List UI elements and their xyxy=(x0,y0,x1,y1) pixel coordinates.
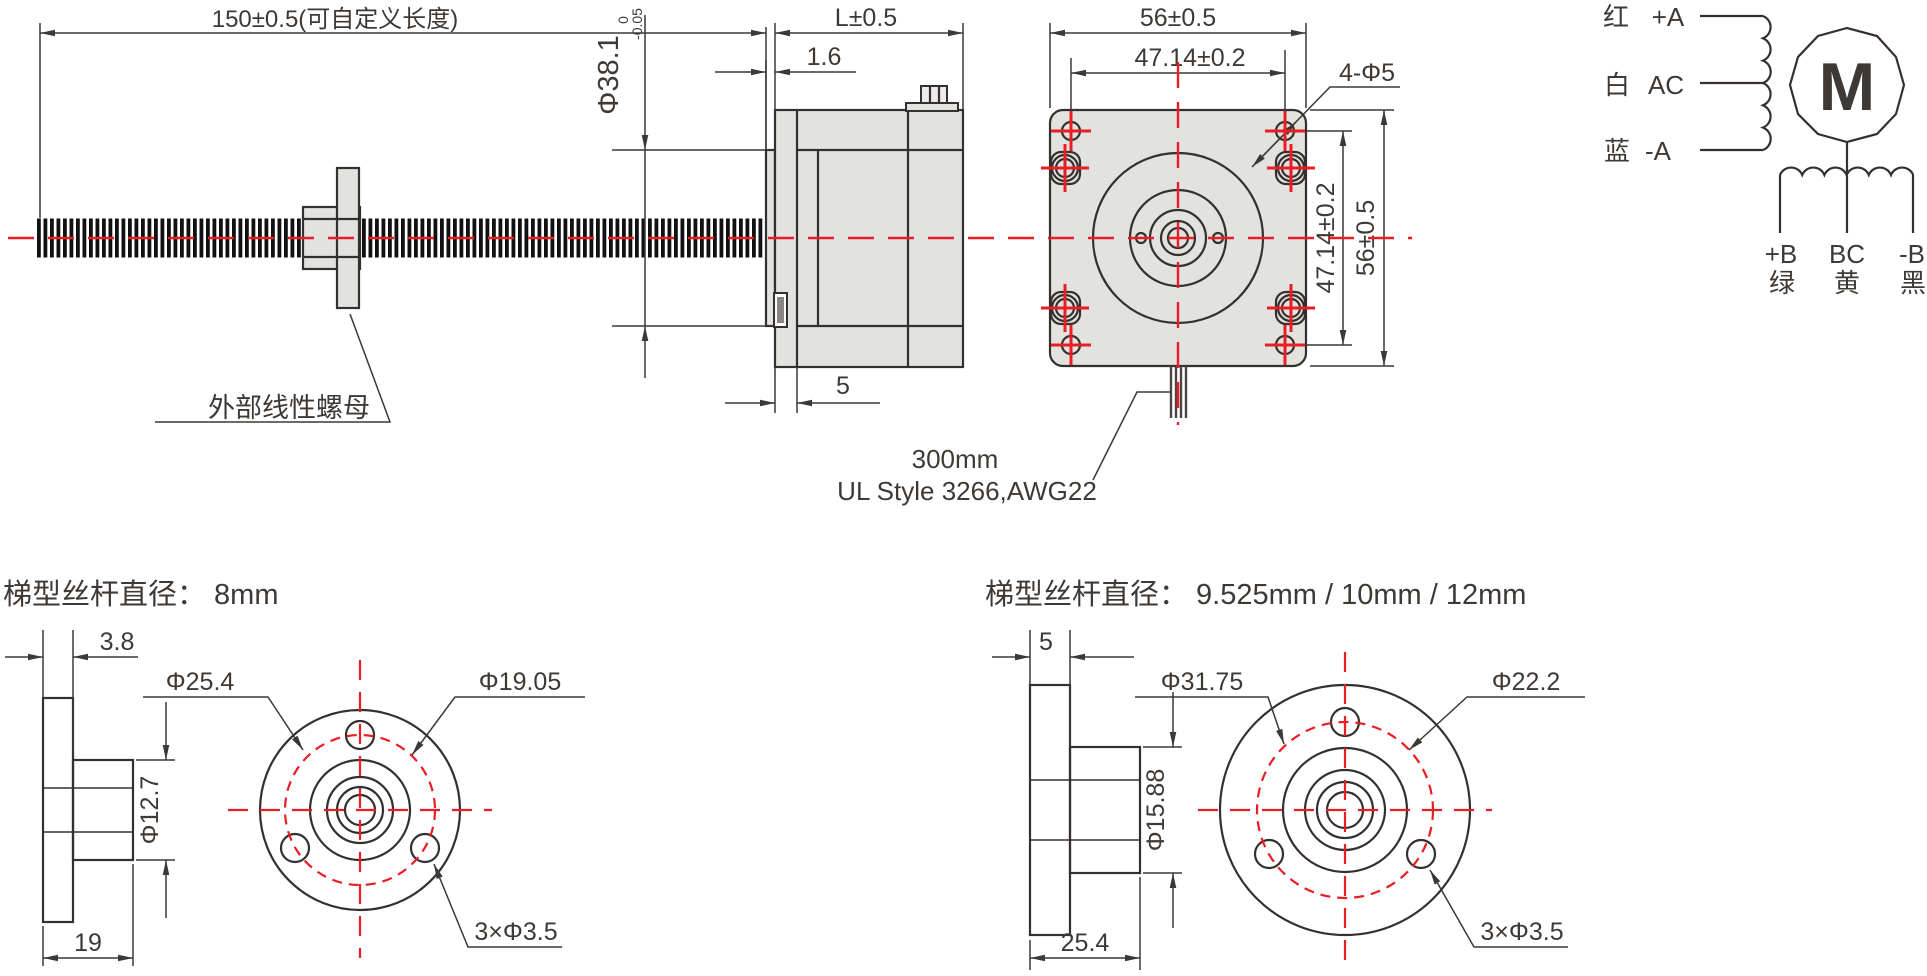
dim-face-width-text: 56±0.5 xyxy=(1140,4,1216,32)
lead-screw-side-view: 外部线性螺母 150±0.5(可自定义长度) Φ38.1 0 -0.05 xyxy=(37,6,768,423)
cable-spec-text: UL Style 3266,AWG22 xyxy=(837,476,1097,506)
centerlines xyxy=(8,62,1492,972)
leader-nutl-holes xyxy=(1429,869,1568,948)
wire-blue-label: 蓝 xyxy=(1604,136,1630,166)
dim-nut8-sleeve-dia-text: Φ12.7 xyxy=(136,776,164,845)
dim-boss-dia-tol-lower: -0.05 xyxy=(629,8,645,40)
nut-large-bolt-circle xyxy=(1255,720,1435,900)
nut-large-side-view xyxy=(1028,683,1142,937)
motor-symbol-letter: M xyxy=(1819,49,1876,125)
dim-boss-dia-tol-upper: 0 xyxy=(615,16,631,24)
phase-b-minus-label: -B xyxy=(1899,239,1925,269)
phase-a-coil xyxy=(1700,14,1772,152)
cable-leader xyxy=(1092,391,1171,481)
wire-yellow-label: 黄 xyxy=(1834,268,1860,298)
dim-boss-dia-text: Φ38.1 xyxy=(593,35,625,115)
dim-screw-length-text: 150±0.5(可自定义长度) xyxy=(212,6,459,33)
wire-black-label: 黑 xyxy=(1900,268,1926,298)
dim-screw-length: 150±0.5(可自定义长度) xyxy=(39,6,767,218)
connector xyxy=(905,85,959,112)
dim-pilot-depth-text: 5 xyxy=(836,372,850,400)
cable-length-text: 300mm xyxy=(912,444,999,474)
dim-motor-length: L±0.5 xyxy=(774,4,964,110)
wire-red-label: 红 xyxy=(1603,2,1629,32)
dim-shaft-boss-dia: Φ38.1 0 -0.05 xyxy=(593,8,768,378)
wire-bundle xyxy=(1169,366,1188,418)
nut-8mm-side-view xyxy=(41,696,135,924)
phase-b-common-label: BC xyxy=(1829,239,1865,269)
dim-mount-holes: 4-Φ5 xyxy=(1251,59,1400,168)
dim-nutl-bcd-text: Φ22.2 xyxy=(1492,668,1561,696)
nut-label-leader xyxy=(155,313,392,423)
nut-label: 外部线性螺母 xyxy=(208,393,370,423)
dim-nutl-holes-text: 3×Φ3.5 xyxy=(1480,918,1563,946)
dim-nut8-flange-thickness-text: 3.8 xyxy=(100,628,135,656)
phase-a-plus-label: +A xyxy=(1652,2,1685,32)
leader-nutl-bcd xyxy=(1408,696,1585,751)
phase-b-plus-label: +B xyxy=(1765,239,1798,269)
dim-nut8-flange-dia-text: Φ25.4 xyxy=(166,668,235,696)
phase-a-common-label: AC xyxy=(1648,70,1684,100)
leader-nut8-flange-dia xyxy=(143,696,304,751)
nut8-bolt-circle xyxy=(283,733,437,887)
dim-nutl-sleeve-dia: Φ15.88 xyxy=(1142,692,1182,928)
dim-hole-spacing-h-text: 47.14±0.2 xyxy=(1134,44,1245,72)
dim-boss-thickness-text: 1.6 xyxy=(807,43,842,71)
wiring-diagram: 红 +A 白 AC 蓝 -A M +B BC -B 绿 黄 黑 xyxy=(1603,2,1926,298)
dim-motor-length-text: L±0.5 xyxy=(835,4,897,32)
wire-green-label: 绿 xyxy=(1769,268,1795,298)
dim-nutl-sleeve-dia-text: Φ15.88 xyxy=(1142,769,1170,852)
key-slot xyxy=(773,292,788,328)
dim-nutl-flange-thickness-text: 5 xyxy=(1039,628,1053,656)
leader-nut8-bcd xyxy=(411,696,585,756)
dim-nut8-total-length: 19 xyxy=(42,864,134,966)
dim-nut8-bcd-text: Φ19.05 xyxy=(479,668,562,696)
dim-nut8-flange-thickness: 3.8 xyxy=(5,628,138,758)
leader-nutl-flange-dia xyxy=(1135,696,1285,745)
motor-symbol: M xyxy=(1788,26,1906,144)
nut-large-title: 梯型丝杆直径： 9.525mm / 10mm / 12mm xyxy=(985,578,1526,611)
dim-nutl-flange-thickness: 5 xyxy=(992,628,1134,745)
dim-pilot-depth: 5 xyxy=(725,367,880,413)
phase-a-minus-label: -A xyxy=(1645,136,1672,166)
dim-face-width: 56±0.5 xyxy=(1049,4,1307,108)
dim-nut8-sleeve-dia: Φ12.7 xyxy=(136,702,175,918)
dim-nut8-holes-text: 3×Φ3.5 xyxy=(474,918,557,946)
nut-8mm-title: 梯型丝杆直径： 8mm xyxy=(3,578,279,611)
motor-side-view: L±0.5 1.6 5 xyxy=(715,4,965,413)
dim-mount-holes-text: 4-Φ5 xyxy=(1339,59,1395,87)
hole-crosshairs xyxy=(1041,111,1315,365)
dim-nutl-total-length-text: 25.4 xyxy=(1061,929,1110,957)
dim-nutl-flange-dia-text: Φ31.75 xyxy=(1161,668,1244,696)
wire-white-label: 白 xyxy=(1604,70,1630,100)
dim-boss-thickness: 1.6 xyxy=(715,43,856,148)
flange-nut-8mm-views: 梯型丝杆直径： 8mm 3.8 Φ12.7 xyxy=(3,578,585,966)
dim-nutl-total-length: 25.4 xyxy=(1029,877,1141,970)
dim-nut8-total-length-text: 19 xyxy=(74,929,102,957)
phase-b-coil xyxy=(1778,142,1915,233)
leader-nut8-holes xyxy=(433,863,562,948)
flange-nut-large-views: 梯型丝杆直径： 9.525mm / 10mm / 12mm 5 Φ15.88 xyxy=(985,578,1585,970)
